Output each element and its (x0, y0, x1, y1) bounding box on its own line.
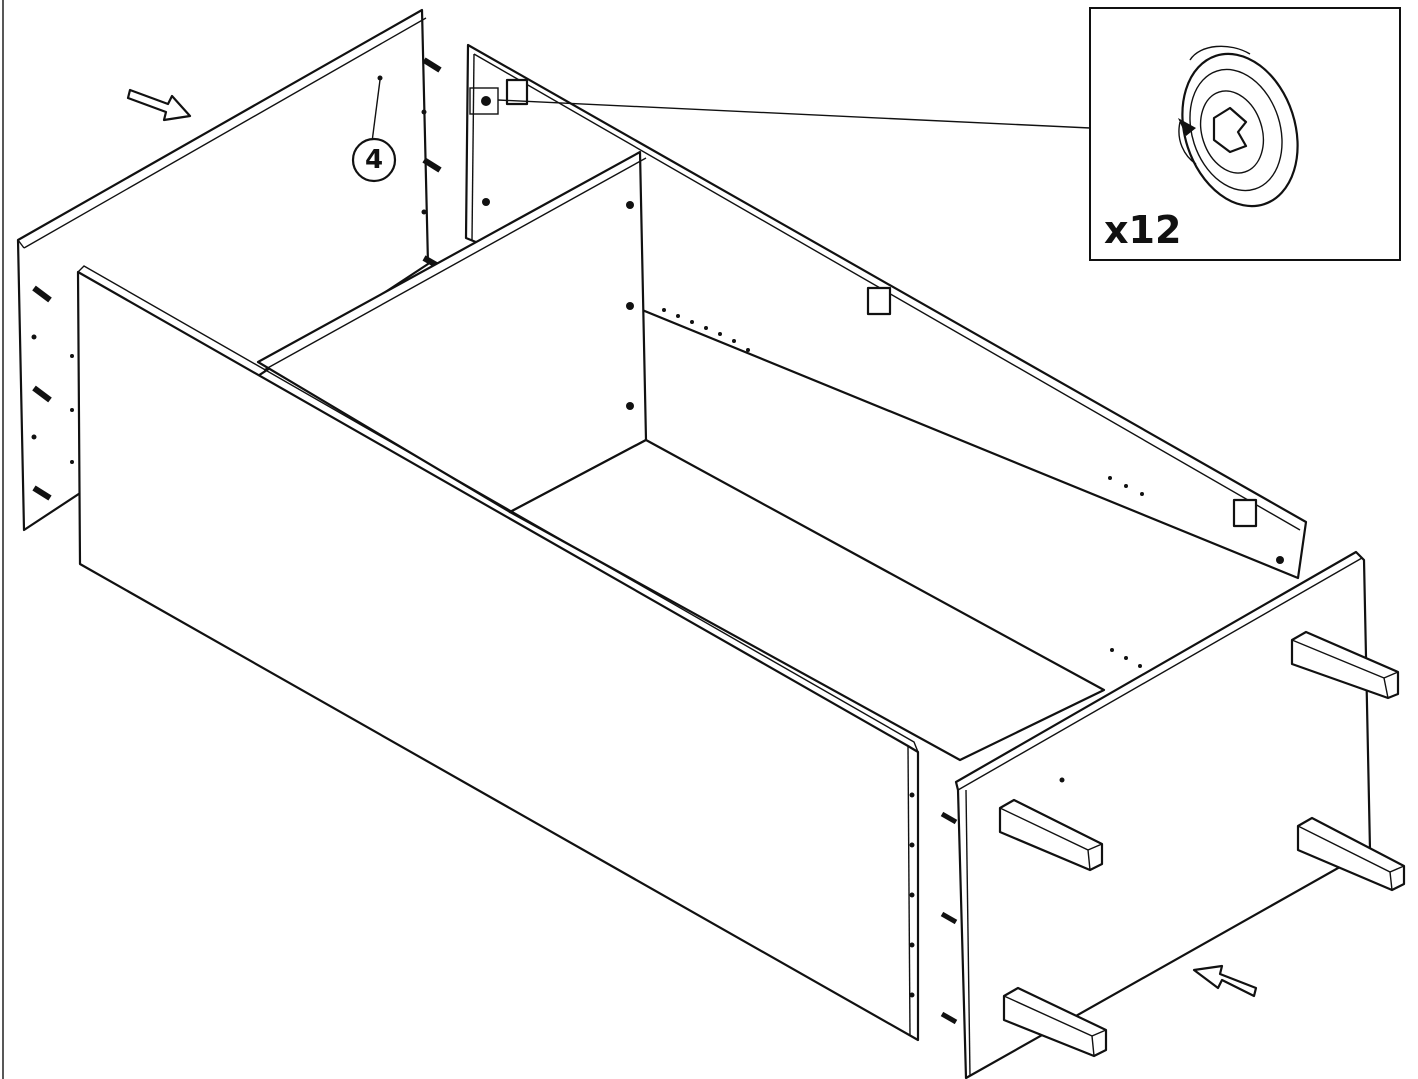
leg (1002, 986, 1108, 1058)
front-panel (70, 265, 920, 1042)
part-number-label: 4 (364, 145, 384, 175)
part-leader-line (371, 79, 381, 143)
arrow-icon (1192, 964, 1258, 998)
leg (1296, 816, 1406, 892)
leg (1290, 630, 1400, 700)
back-panel (464, 43, 1308, 668)
quantity-label: x12 (1104, 208, 1182, 252)
arrow-icon (126, 88, 192, 122)
part-number-circle (351, 137, 397, 183)
cam-lock-icon (1178, 45, 1299, 208)
leg (998, 798, 1104, 872)
detail-box (1089, 7, 1401, 261)
cam-lock-icon (505, 78, 1258, 528)
hole-row (662, 308, 1144, 668)
bottom-panel (508, 438, 1106, 762)
zoom-leader-line (497, 99, 1091, 129)
dowel-icon (940, 811, 958, 1025)
dowel-icon (32, 57, 442, 501)
